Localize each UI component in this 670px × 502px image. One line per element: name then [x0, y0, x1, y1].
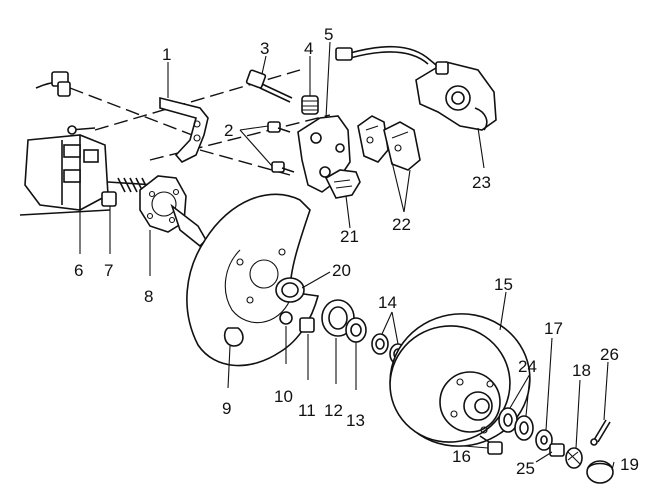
thrust-washer-17: [535, 429, 553, 451]
callout-17: 17: [544, 319, 563, 338]
callout-21: 21: [340, 227, 359, 246]
callout-1: 1: [162, 45, 171, 64]
callout-25: 25: [516, 459, 535, 478]
callout-24: 24: [518, 357, 537, 376]
callout-26: 26: [600, 345, 619, 364]
callout-15: 15: [494, 275, 513, 294]
bolt-3: [245, 69, 293, 103]
callout-16: 16: [452, 447, 471, 466]
grease-cap-19: [586, 460, 614, 484]
brake-disc: [389, 313, 531, 447]
callout-6: 6: [74, 261, 83, 280]
callout-7: 7: [104, 261, 113, 280]
callout-12: 12: [324, 401, 343, 420]
bearing-13: [345, 317, 367, 343]
bolts-2: [267, 121, 295, 173]
cable-bracket: [159, 96, 209, 163]
brake-line-fitting: [35, 71, 71, 97]
cotter-pin-26: [590, 419, 611, 446]
lock-ring-18: [565, 447, 583, 469]
callout-13: 13: [346, 411, 365, 430]
callout-4: 4: [304, 39, 313, 58]
callout-23: 23: [472, 173, 491, 192]
brake-pads: [357, 115, 421, 171]
callout-11: 11: [298, 401, 316, 420]
callout-labels: 1 2 3 4 5 6 7 8 9 10 11 12 13 14 15 16 1…: [74, 25, 639, 478]
callout-5: 5: [324, 25, 333, 44]
callout-2: 2: [224, 121, 233, 140]
leader-lines: [79, 41, 615, 471]
callout-19: 19: [620, 455, 639, 474]
callout-20: 20: [332, 261, 351, 280]
spring-sleeve: [301, 95, 319, 115]
callout-14: 14: [378, 293, 397, 312]
brake-hose: [335, 45, 447, 81]
callout-22: 22: [392, 215, 411, 234]
bearing-24: [498, 407, 534, 441]
stub-axle: [139, 175, 207, 248]
callout-10: 10: [274, 387, 293, 406]
callout-18: 18: [572, 361, 591, 380]
callout-8: 8: [144, 287, 153, 306]
spacer-10: [279, 311, 293, 325]
callout-3: 3: [260, 39, 269, 58]
callout-9: 9: [222, 399, 231, 418]
brake-caliper: [415, 61, 497, 131]
hub-nut-25: [549, 443, 565, 457]
ring-seal-20: [275, 277, 305, 303]
spring-clip: [324, 169, 361, 199]
nut-11: [299, 317, 315, 333]
axle-beam: [19, 125, 111, 216]
